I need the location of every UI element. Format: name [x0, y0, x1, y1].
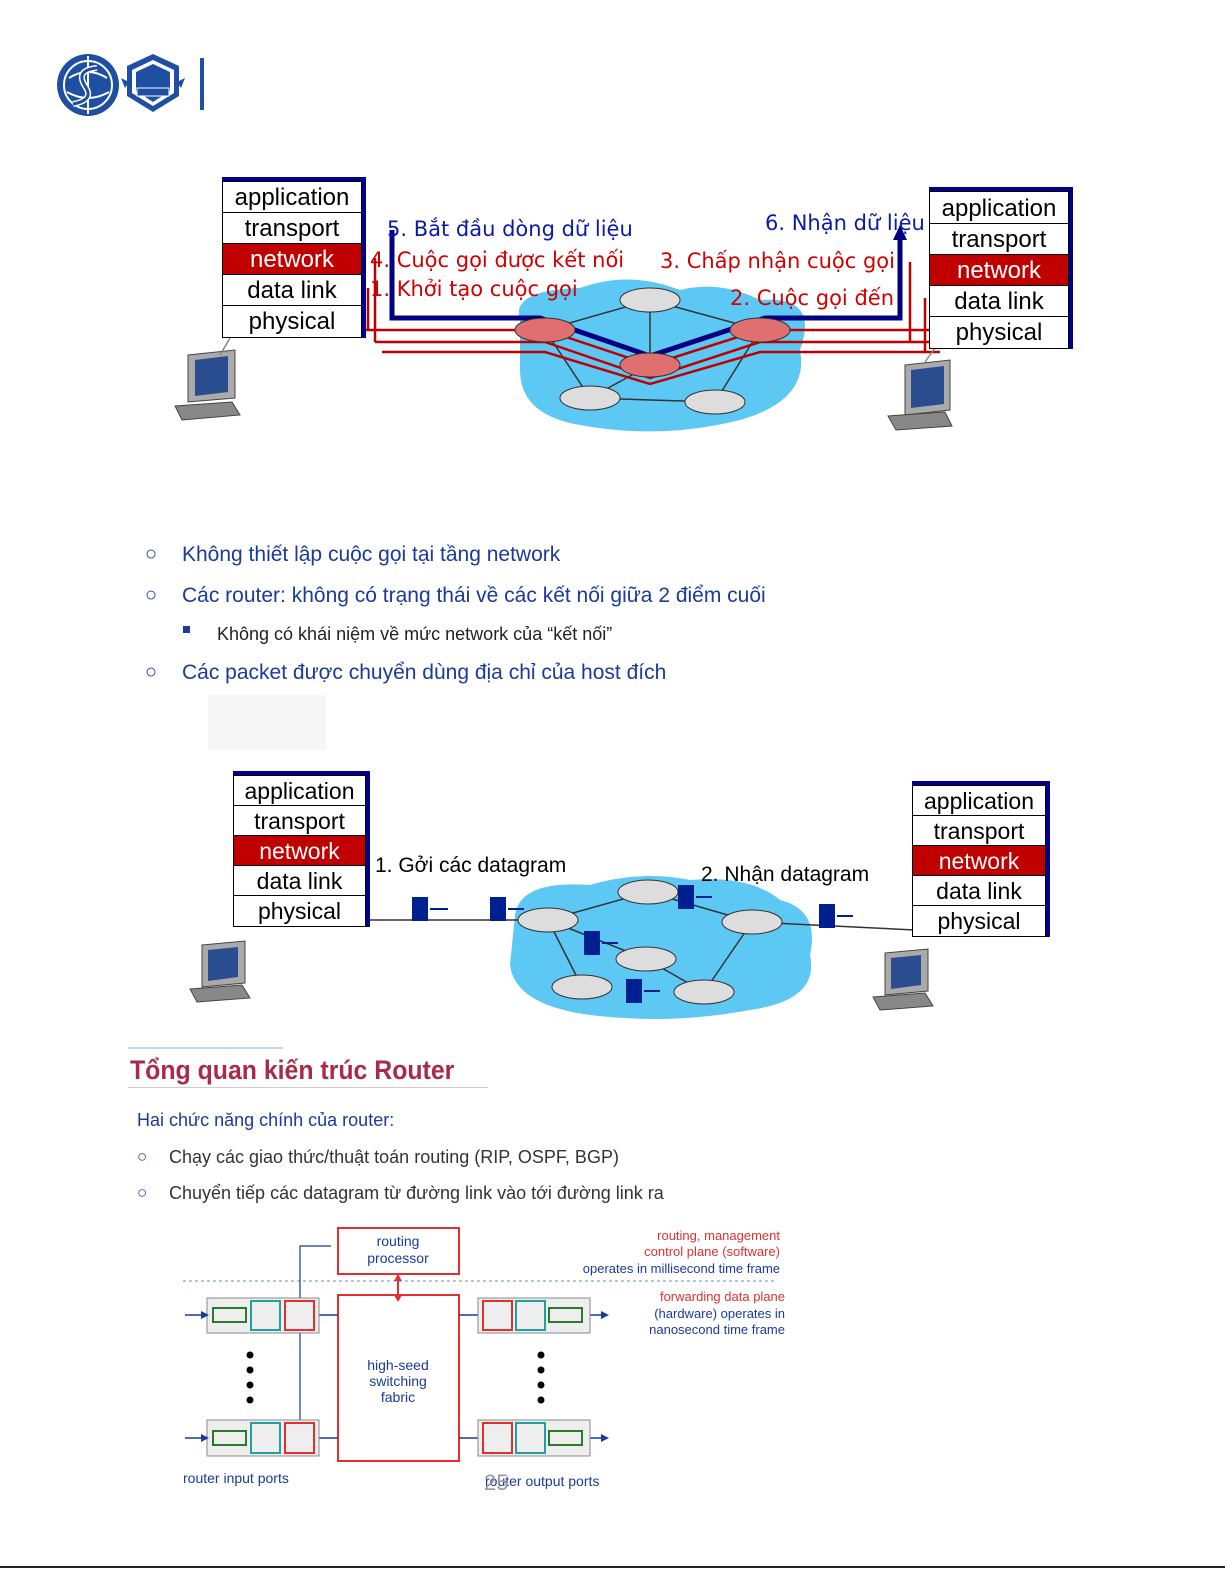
- routing-processor-label: routing: [377, 1233, 420, 1249]
- input-port-bottom: [185, 1419, 338, 1457]
- input-port-top: [185, 1297, 338, 1334]
- computer-icon-left: [174, 349, 241, 421]
- step2-label: 2. Cuộc gọi đến: [730, 286, 894, 310]
- protocol-stack-left-2: application transport network data link …: [233, 771, 370, 927]
- layer-application: application: [912, 785, 1046, 816]
- routing-processor-label: processor: [367, 1250, 429, 1266]
- layer-transport: transport: [222, 213, 362, 244]
- fabric-label: high-seed: [367, 1357, 429, 1373]
- layer-transport: transport: [912, 816, 1046, 846]
- control-plane-label: operates in millisecond time frame: [583, 1261, 780, 1276]
- layer-physical: physical: [233, 896, 366, 927]
- layer-data-link: data link: [222, 275, 362, 306]
- datagram-network-diagram: 1. Gởi các datagram 2. Nhận datagram: [189, 855, 934, 1019]
- intro-text: Hai chức năng chính của router:: [137, 1110, 395, 1130]
- footer-rule: [0, 1566, 1225, 1568]
- step5-label: 5. Bắt đầu dòng dữ liệu: [387, 217, 633, 241]
- protocol-stack-left-1: application transport network data link …: [222, 177, 366, 338]
- layer-data-link: data link: [233, 866, 366, 896]
- input-ports-label: router input ports: [183, 1470, 289, 1486]
- circle-bullet-icon: ○: [137, 1183, 148, 1202]
- fabric-label: switching: [369, 1373, 427, 1389]
- output-port-bottom: [459, 1419, 609, 1457]
- computer-icon-right: [887, 359, 953, 431]
- control-plane-label: control plane (software): [644, 1244, 780, 1259]
- layer-network: network: [222, 244, 362, 275]
- step1-label: 1. Khởi tạo cuộc gọi: [370, 277, 578, 301]
- router-icons: [517, 879, 783, 1005]
- layer-transport: transport: [929, 224, 1069, 255]
- packet-icons: [412, 885, 853, 1003]
- protocol-stack-right-2: application transport network data link …: [912, 781, 1050, 937]
- fabric-label: fabric: [381, 1389, 415, 1405]
- send-datagram-label: 1. Gởi các datagram: [375, 855, 566, 877]
- page-number: 25: [484, 1470, 509, 1495]
- layer-network: network: [912, 846, 1046, 876]
- data-plane-label: nanosecond time frame: [649, 1322, 785, 1337]
- circle-bullet-icon: ○: [137, 1147, 148, 1166]
- circle-bullet-icon: ○: [145, 543, 158, 565]
- router-architecture-diagram: routing processor high-seed switching fa…: [183, 1227, 785, 1489]
- title-top-rule: [128, 1047, 283, 1049]
- circle-bullet-icon: ○: [145, 661, 158, 683]
- layer-transport: transport: [233, 806, 366, 836]
- university-logo: [57, 54, 119, 116]
- layer-application: application: [222, 181, 362, 213]
- control-plane-label: routing, management: [657, 1228, 780, 1243]
- layer-network: network: [233, 836, 366, 866]
- output-port-top: [459, 1297, 609, 1334]
- square-bullet-icon: [183, 626, 190, 633]
- step6-label: 6. Nhận dữ liệu: [765, 211, 925, 235]
- receive-datagram-label: 2. Nhận datagram: [701, 863, 869, 886]
- ellipsis-dots: [246, 1351, 545, 1404]
- layer-application: application: [929, 191, 1069, 224]
- computer-icon-right: [872, 948, 934, 1011]
- switching-fabric-box: [337, 1294, 460, 1462]
- step3-label: 3. Chấp nhận cuộc gọi: [660, 249, 895, 273]
- layer-physical: physical: [929, 317, 1069, 349]
- virtual-circuit-diagram: 5. Bắt đầu dòng dữ liệu 4. Cuộc gọi được…: [174, 211, 953, 432]
- layer-data-link: data link: [929, 286, 1069, 317]
- output-ports-label: router output ports: [485, 1473, 599, 1489]
- layer-network: network: [929, 255, 1069, 286]
- header-logos: [55, 48, 185, 118]
- protocol-stack-right-1: application transport network data link …: [929, 187, 1073, 349]
- data-plane-label: (hardware) operates in: [654, 1306, 785, 1321]
- computer-icon-left: [189, 940, 251, 1003]
- layer-physical: physical: [222, 306, 362, 338]
- layer-physical: physical: [912, 906, 1046, 937]
- step4-label: 4. Cuộc gọi được kết nối: [370, 248, 624, 272]
- title-underline: [128, 1087, 488, 1088]
- section-title: Tổng quan kiến trúc Router: [130, 1055, 455, 1085]
- data-plane-label: forwarding data plane: [660, 1289, 785, 1304]
- layer-data-link: data link: [912, 876, 1046, 906]
- faint-patch: [208, 695, 326, 750]
- circle-bullet-icon: ○: [145, 584, 158, 606]
- layer-application: application: [233, 775, 366, 806]
- router-icons: [514, 287, 791, 415]
- header-divider: [200, 58, 204, 110]
- ban-hoc-tap-logo: [121, 54, 185, 112]
